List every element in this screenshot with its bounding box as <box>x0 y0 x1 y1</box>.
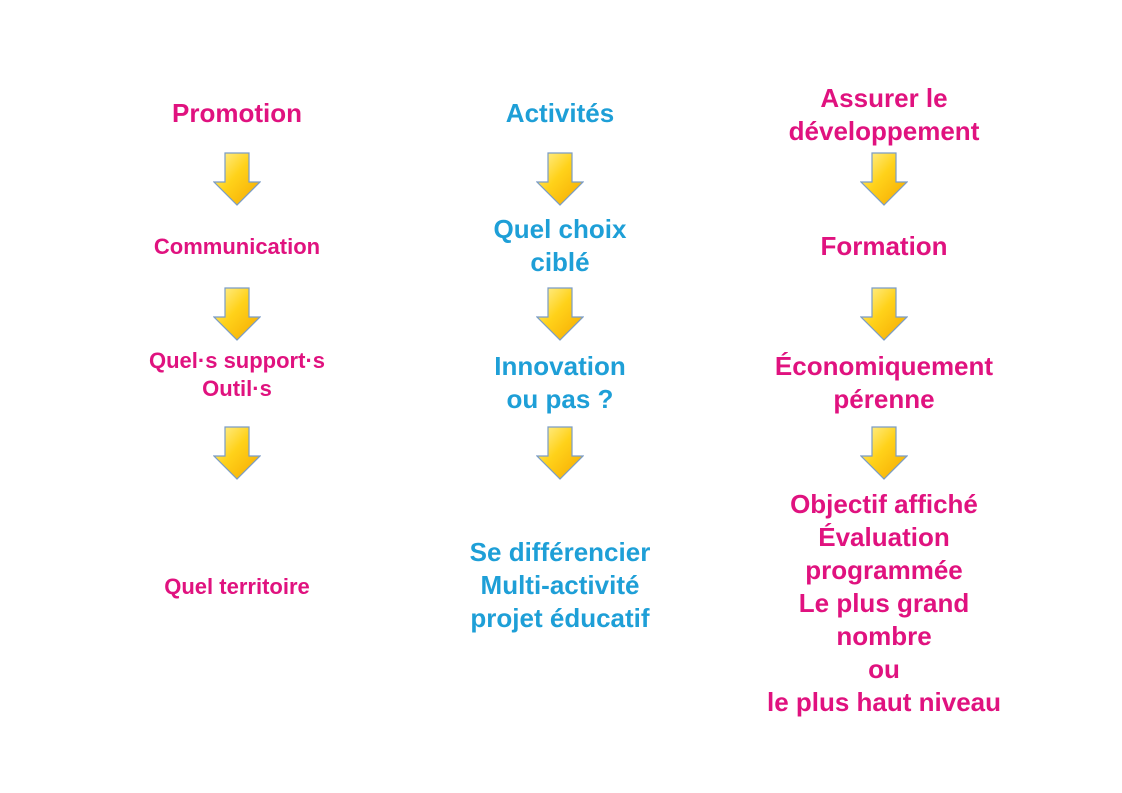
down-arrow-icon <box>860 152 908 206</box>
node-objectif-evaluation: Objectif affiché Évaluation programmée L… <box>766 489 1002 718</box>
down-arrow-icon <box>213 426 261 480</box>
down-arrow-icon <box>536 287 584 341</box>
down-arrow-icon <box>860 287 908 341</box>
down-arrow-icon <box>536 152 584 206</box>
node-se-differencier: Se différencier Multi-activité projet éd… <box>469 537 651 634</box>
down-arrow-icon <box>213 287 261 341</box>
node-assurer-developpement: Assurer le développement <box>788 83 980 147</box>
node-promotion: Promotion <box>172 98 302 128</box>
down-arrow-icon <box>536 426 584 480</box>
node-quel-choix-cible: Quel choix ciblé <box>493 214 627 278</box>
node-activites: Activités <box>505 98 615 128</box>
down-arrow-icon <box>860 426 908 480</box>
node-formation: Formation <box>820 231 948 261</box>
node-quel-territoire: Quel territoire <box>164 574 310 599</box>
node-supports-outils: Quel·s support·s Outil·s <box>148 348 326 401</box>
node-innovation: Innovation ou pas ? <box>494 351 626 415</box>
node-economiquement-perenne: Économiquement pérenne <box>774 351 994 415</box>
node-communication: Communication <box>153 234 321 259</box>
down-arrow-icon <box>213 152 261 206</box>
